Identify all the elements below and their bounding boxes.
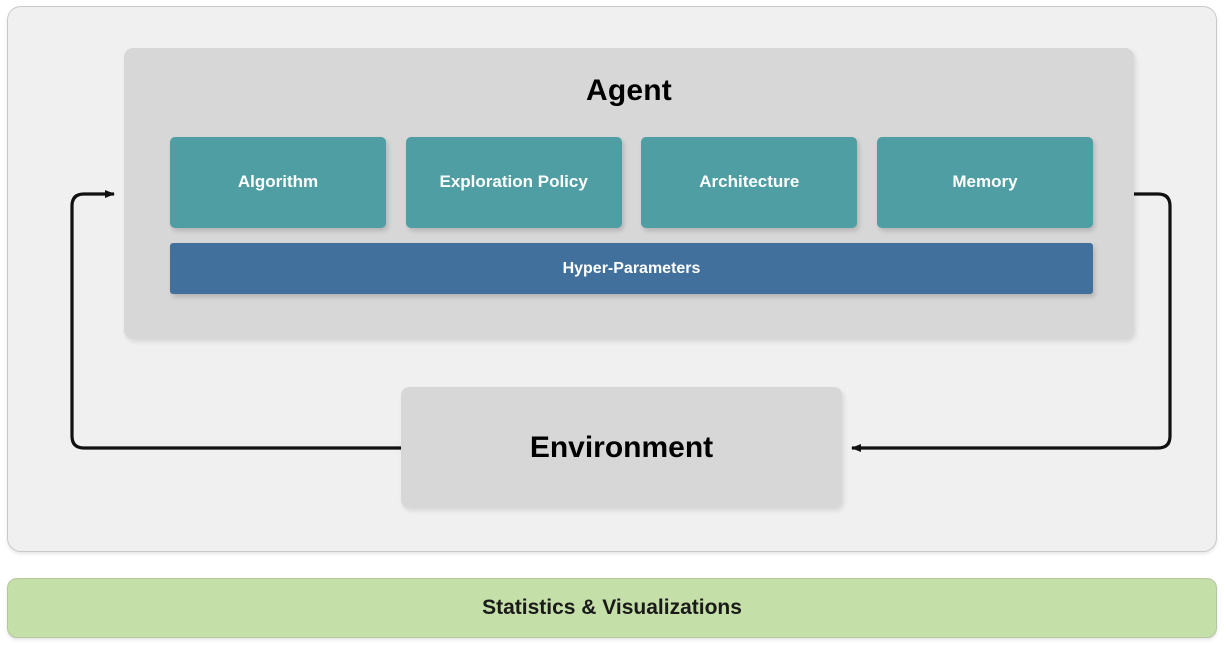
statistics-visualizations-label: Statistics & Visualizations [482, 596, 742, 619]
agent-panel: Agent Algorithm Exploration Policy Archi… [124, 48, 1134, 339]
agent-component-row: Algorithm Exploration Policy Architectur… [170, 137, 1093, 228]
agent-component-algorithm[interactable]: Algorithm [170, 137, 386, 228]
agent-component-label: Memory [952, 172, 1018, 192]
hyper-parameters-label: Hyper-Parameters [562, 259, 701, 277]
agent-component-exploration-policy[interactable]: Exploration Policy [405, 137, 622, 228]
environment-label: Environment [529, 430, 714, 464]
agent-component-label: Algorithm [237, 172, 319, 192]
agent-component-label: Architecture [699, 172, 800, 192]
hyper-parameters-bar[interactable]: Hyper-Parameters [170, 243, 1093, 294]
agent-title: Agent [586, 74, 672, 107]
agent-component-memory[interactable]: Memory [876, 137, 1093, 228]
environment-box[interactable]: Environment [401, 387, 842, 508]
agent-component-architecture[interactable]: Architecture [641, 137, 858, 228]
agent-component-label: Exploration Policy [439, 172, 588, 192]
statistics-visualizations-bar[interactable]: Statistics & Visualizations [7, 578, 1217, 638]
